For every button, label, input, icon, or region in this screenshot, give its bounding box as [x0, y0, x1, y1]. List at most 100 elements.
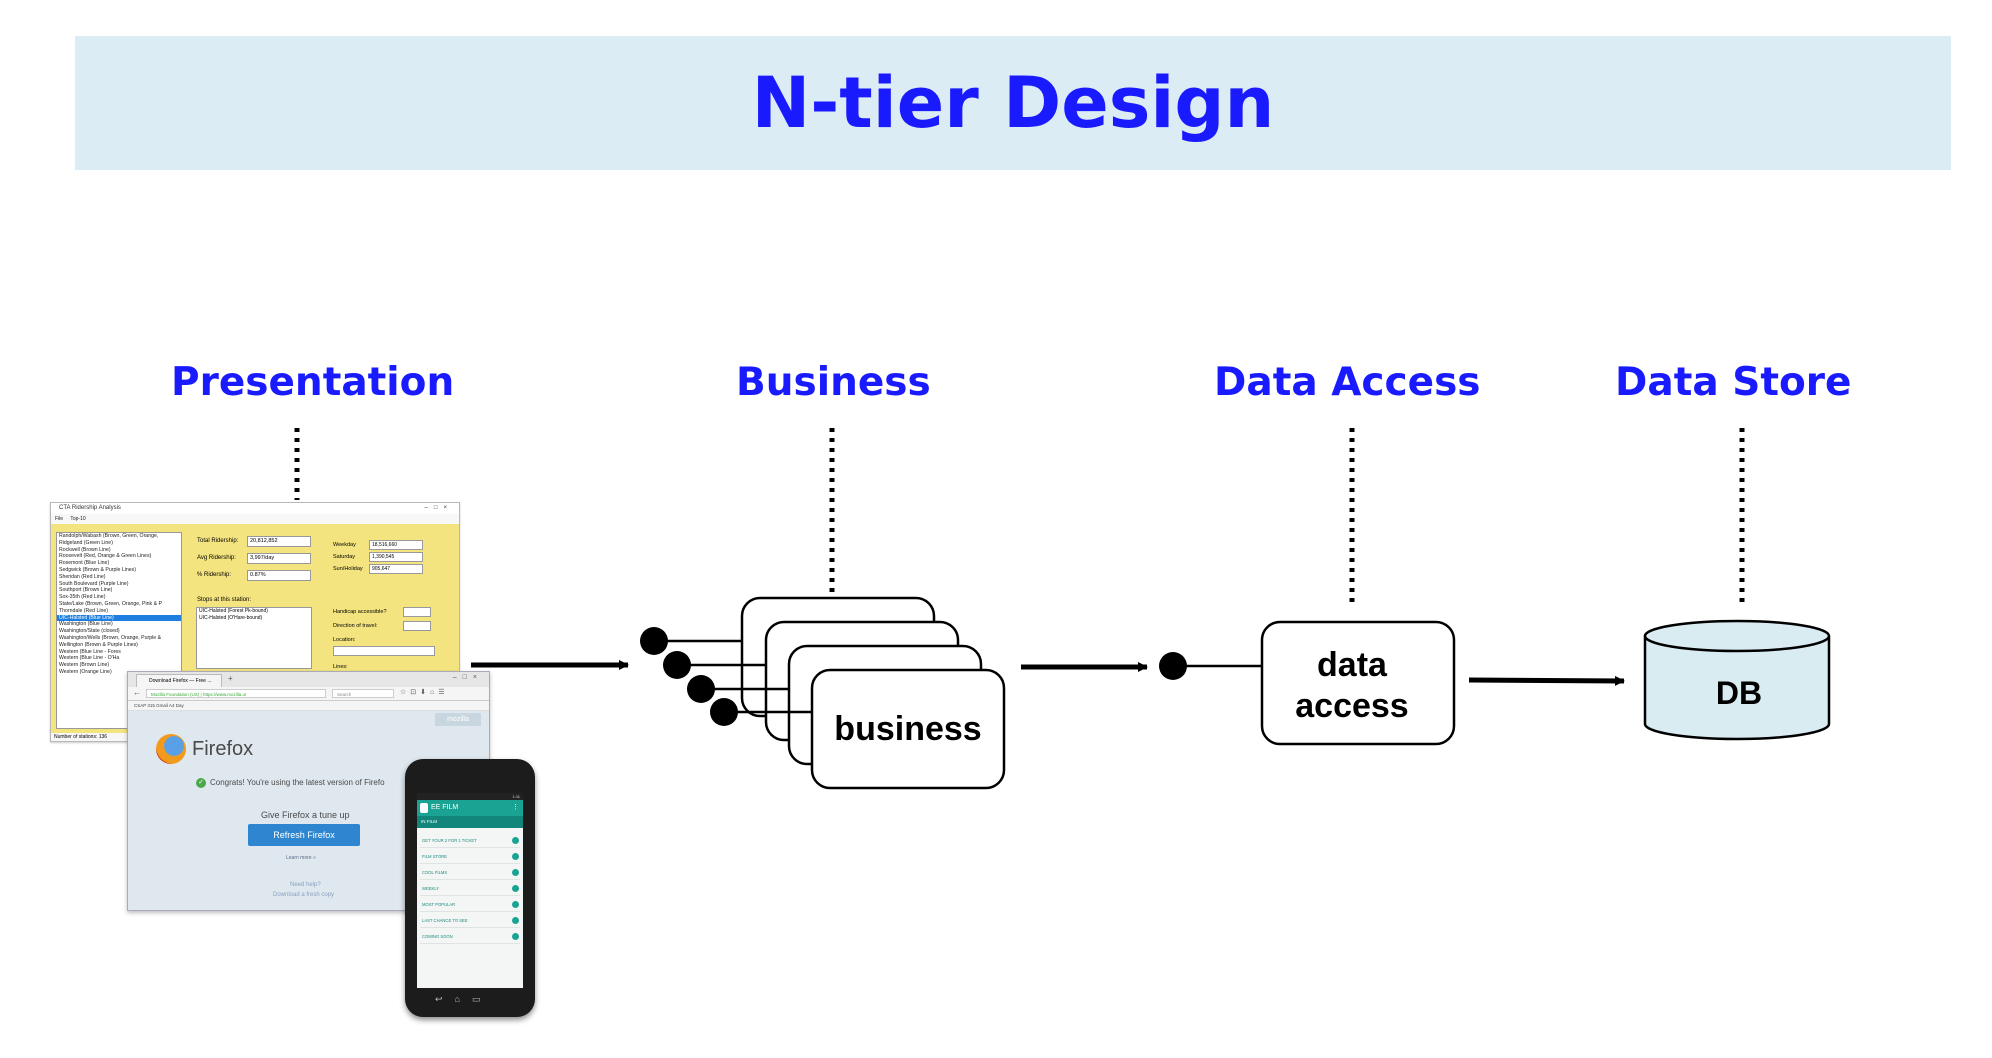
business-box-label: business — [834, 710, 981, 748]
phone-menu-item[interactable]: GET YOUR 2 FOR 1 TICKET — [420, 834, 520, 848]
phone-app-title: EE FILM — [431, 804, 459, 811]
check-icon: ✓ — [196, 778, 206, 788]
browser-search-input[interactable]: Search — [332, 689, 394, 698]
window-controls-icon[interactable]: –□× — [424, 505, 453, 511]
data-access-box — [1260, 620, 1456, 746]
station-list-item[interactable]: Washington/Wells (Brown, Orange, Purple … — [59, 634, 162, 641]
chevron-right-icon — [512, 933, 519, 940]
phone-menu-item-label: COMING SOON — [422, 934, 453, 939]
url-text: Mozilla Foundation (US) | https://www.mo… — [151, 692, 247, 697]
station-list-item[interactable]: South Boulevard (Purple Line) — [59, 580, 129, 587]
station-list-item[interactable]: Wellington (Brown & Purple Lines) — [59, 641, 138, 648]
station-list-item[interactable]: Sedgwick (Brown & Purple Lines) — [59, 566, 136, 573]
chevron-right-icon — [512, 901, 519, 908]
handicap-label: Handicap accessible? — [333, 609, 387, 615]
station-list-item[interactable]: Western (Brown Line) — [59, 662, 110, 669]
interface-ball-2 — [663, 651, 691, 679]
search-placeholder: Search — [337, 692, 352, 697]
need-help-link[interactable]: Need help? — [290, 882, 321, 888]
phone-time: 1:11 — [512, 794, 521, 799]
chevron-right-icon — [512, 837, 519, 844]
station-list-item[interactable]: Rockwell (Brown Line) — [59, 546, 111, 553]
saturday-value: 1,390,545 — [369, 552, 423, 562]
page-title: N-tier Design — [751, 62, 1275, 144]
desktop-app-titlebar: CTA Ridership Analysis –□× — [51, 503, 459, 514]
weekday-label: Weekday — [333, 542, 356, 548]
back-icon[interactable]: ← — [133, 688, 141, 697]
tier-label-data-access: Data Access — [1214, 360, 1481, 405]
download-fresh-link[interactable]: Download a fresh copy — [273, 892, 335, 898]
phone-nav-buttons[interactable]: ↩⌂▭ — [435, 994, 493, 1004]
pct-ridership-label: % Ridership: — [197, 572, 232, 578]
phone-tab[interactable]: IN FILM — [421, 819, 438, 824]
mozilla-tag[interactable]: mozilla — [435, 713, 481, 726]
phone-menu-item-label: WEEKLY — [422, 886, 440, 891]
phone-tab-bar: IN FILM — [417, 816, 523, 828]
station-list-item[interactable]: Southport (Brown Line) — [59, 587, 113, 594]
station-list-item[interactable]: Sox-35th (Red Line) — [59, 594, 106, 601]
pct-ridership-value: 0.87% — [247, 570, 311, 581]
menu-file[interactable]: File — [55, 516, 64, 522]
desktop-app-window: CTA Ridership Analysis –□× File Top-10 R… — [50, 502, 460, 742]
stops-listbox[interactable]: UIC-Halsted (Forest Pk-bound) UIC-Halste… — [196, 607, 312, 669]
phone-menu-item[interactable]: COMING SOON — [420, 930, 520, 944]
avg-ridership-label: Avg Ridership: — [197, 555, 236, 561]
station-list-item[interactable]: Ridgeland (Green Line) — [59, 539, 113, 546]
learn-more-link[interactable]: Learn more » — [286, 855, 316, 861]
firefox-brand: Firefox — [192, 738, 254, 760]
url-bar[interactable]: Mozilla Foundation (US) | https://www.mo… — [146, 689, 326, 698]
station-list-item[interactable]: Rosemont (Blue Line) — [59, 560, 110, 567]
arrow-data-access-to-db — [1468, 675, 1625, 686]
station-list-item[interactable]: Washington (Blue Line) — [59, 621, 113, 628]
toolbar-icons[interactable]: ☆⊡⬇⌂☰ — [400, 689, 449, 696]
phone-menu-item-label: FILM STORE — [422, 854, 448, 859]
new-tab-icon[interactable]: + — [228, 674, 233, 683]
app-window-title: CTA Ridership Analysis — [59, 505, 121, 511]
phone-menu-item[interactable]: FILM STORE — [420, 850, 520, 864]
stop-item[interactable]: UIC-Halsted (O'Hare-bound) — [199, 615, 263, 621]
station-list-item[interactable]: Western (Orange Line) — [59, 668, 112, 675]
menu-top10[interactable]: Top-10 — [70, 516, 86, 522]
phone-menu-item[interactable]: WEEKLY — [420, 882, 520, 896]
browser-tab[interactable]: Download Firefox — Free ... — [136, 674, 222, 687]
tier-label-business: Business — [736, 360, 931, 405]
total-ridership-value: 20,812,852 — [247, 536, 311, 547]
station-list-item[interactable]: Washington/State (closed) — [59, 628, 120, 635]
tier-label-presentation: Presentation — [171, 360, 455, 405]
weekday-value: 18,516,660 — [369, 540, 423, 550]
tuneup-text: Give Firefox a tune up — [261, 810, 350, 820]
station-list-item[interactable]: Western (Blue Line - Fores — [59, 648, 121, 655]
bookmarks-text[interactable]: CSAP 315 Gmail A4 Day — [134, 703, 184, 708]
chevron-right-icon — [512, 917, 519, 924]
station-list-item[interactable]: Thorndale (Red Line) — [59, 607, 109, 614]
firefox-logo-icon — [156, 734, 186, 764]
phone-menu-item[interactable]: COOL FILMS — [420, 866, 520, 880]
refresh-firefox-button[interactable]: Refresh Firefox — [248, 824, 360, 846]
phone-status-bar: 1:11 — [417, 793, 523, 800]
desktop-app-menubar: File Top-10 — [51, 514, 459, 524]
station-list-item[interactable]: UIC-Halsted (Blue Line) — [57, 614, 181, 622]
status-text: Number of stations: 136 — [54, 734, 108, 740]
tier-label-data-store: Data Store — [1615, 360, 1852, 405]
stops-label: Stops at this station: — [197, 597, 252, 603]
phone-menu-item[interactable]: LAST CHANCE TO SEE — [420, 914, 520, 928]
phone-menu-item[interactable]: MOST POPULAR — [420, 898, 520, 912]
phone-menu-icon[interactable]: ⋮ — [512, 804, 519, 811]
chevron-right-icon — [512, 885, 519, 892]
station-list-item[interactable]: State/Lake (Brown, Green, Orange, Pink &… — [59, 600, 162, 607]
stop-item[interactable]: UIC-Halsted (Forest Pk-bound) — [199, 608, 268, 614]
browser-tab-title: Download Firefox — Free ... — [149, 678, 212, 684]
handicap-value — [403, 607, 431, 617]
total-ridership-label: Total Ridership: — [197, 538, 239, 544]
db-cylinder — [1643, 619, 1831, 741]
station-list-item[interactable]: Roosevelt (Red, Orange & Green Lines) — [59, 553, 152, 560]
browser-window-controls-icon[interactable]: –□× — [452, 674, 483, 681]
phone-device: 1:11 EE FILM ⋮ IN FILM GET YOUR 2 FOR 1 … — [405, 759, 535, 1017]
station-list-item[interactable]: Randolph/Wabash (Brown, Green, Orange, — [59, 533, 159, 539]
station-list-item[interactable]: Sheridan (Red Line) — [59, 573, 106, 580]
db-label: DB — [1716, 675, 1762, 711]
station-list-item[interactable]: Western (Blue Line - O'Ha — [59, 655, 120, 662]
sunday-label: Sun/Holiday — [333, 566, 363, 572]
phone-menu-item-label: MOST POPULAR — [422, 902, 456, 907]
